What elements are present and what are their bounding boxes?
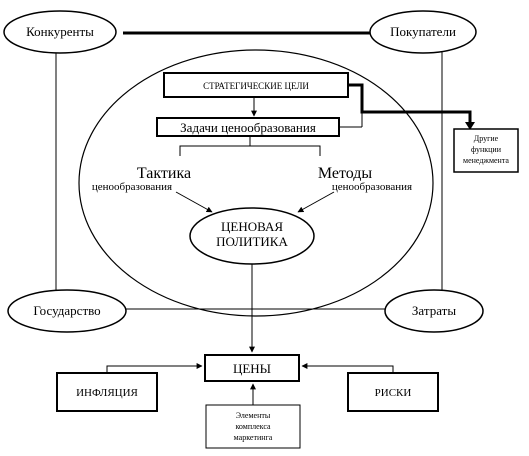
node-marketing-elements — [205, 404, 301, 449]
node-price-policy-line-2: ПОЛИТИКА — [216, 234, 288, 249]
central-ellipse — [78, 49, 434, 317]
connector-goals-other-functions — [348, 83, 472, 124]
node-pricing-tasks-label: Задачи ценообразования — [180, 120, 316, 135]
arrow-head-other-functions — [465, 122, 475, 130]
node-other-functions — [453, 128, 519, 173]
methods-title: Методы — [318, 165, 373, 182]
node-marketing-line-3: маркетинга — [234, 433, 273, 442]
methods-subtitle: ценообразования — [332, 181, 412, 193]
tactics-subtitle: ценообразования — [92, 181, 172, 193]
node-risks-label: РИСКИ — [375, 387, 412, 399]
node-marketing-line-1: Элементы — [236, 411, 271, 420]
node-competitors-label: Конкуренты — [26, 24, 94, 39]
node-buyers — [369, 10, 477, 54]
node-inflation — [56, 372, 158, 412]
node-strategic-goals-label: СТРАТЕГИЧЕСКИЕ ЦЕЛИ — [203, 81, 309, 91]
arrow-methods-policy — [297, 191, 335, 213]
node-other-functions-line-3: менеджмента — [463, 156, 509, 165]
node-state-label: Государство — [33, 303, 100, 318]
tactics-title: Тактика — [137, 165, 191, 182]
arrow-tactics-policy — [175, 191, 213, 213]
node-other-functions-line-1: Другие — [474, 134, 499, 143]
node-marketing-line-2: комплекса — [235, 422, 271, 431]
node-costs-label: Затраты — [412, 303, 456, 318]
bracket-tasks — [179, 145, 321, 156]
node-price-policy-line-1: ЦЕНОВАЯ — [221, 219, 283, 234]
node-other-functions-line-2: функции — [471, 145, 502, 154]
arrow-risks-prices — [301, 363, 394, 373]
node-buyers-label: Покупатели — [390, 24, 456, 39]
node-competitors — [3, 10, 117, 54]
node-strategic-goals — [163, 72, 349, 98]
node-inflation-label: ИНФЛЯЦИЯ — [76, 387, 138, 399]
node-costs — [384, 289, 484, 333]
node-prices-label: ЦЕНЫ — [233, 361, 271, 376]
node-state — [7, 289, 127, 333]
node-prices — [204, 354, 300, 382]
arrow-inflation-prices — [106, 363, 203, 373]
